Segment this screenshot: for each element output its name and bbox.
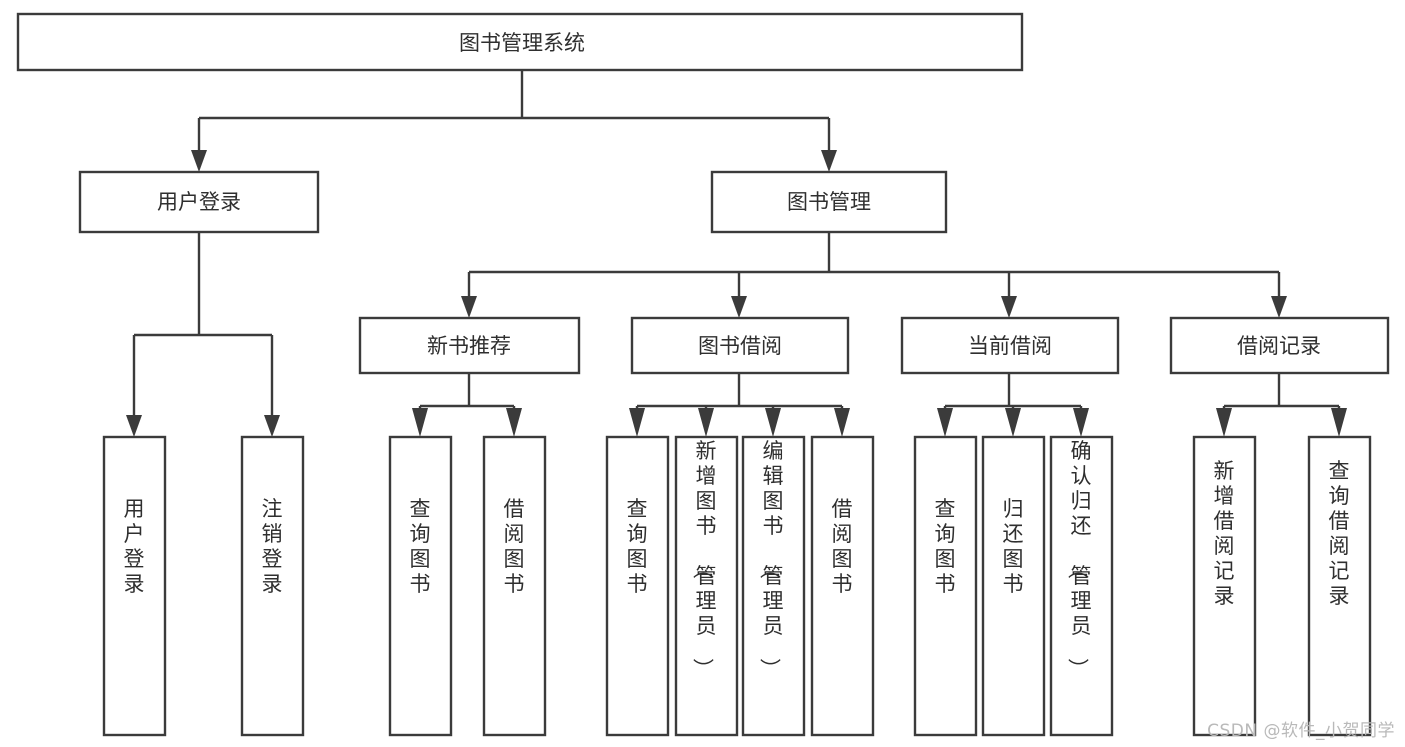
node-borrow-record[interactable]: 借阅记录 xyxy=(1169,316,1390,375)
arrowhead-book-management xyxy=(821,150,837,172)
node-user-login-label: 用户登录 xyxy=(157,190,241,214)
connector-group-current-borrow xyxy=(937,373,1089,437)
node-user-login[interactable]: 用户登录 xyxy=(78,170,320,234)
node-borrow-book-2[interactable]: 借阅图书 xyxy=(810,435,875,737)
node-borrow-book-2-label: 借阅图书 xyxy=(832,497,853,596)
connector-group-user-login xyxy=(126,232,280,437)
node-query-book-3-box[interactable] xyxy=(913,435,978,737)
node-current-borrow-label: 当前借阅 xyxy=(968,334,1052,358)
arrowhead-confirm-return xyxy=(1073,408,1089,437)
arrowhead-query-book-1 xyxy=(412,408,428,437)
node-current-borrow-box[interactable] xyxy=(900,316,1120,375)
connector-group-book-borrow xyxy=(629,373,850,437)
arrowhead-current-borrow xyxy=(1001,296,1017,318)
node-book-management-box[interactable] xyxy=(710,170,948,234)
node-new-book-recommend[interactable]: 新书推荐 xyxy=(358,316,581,375)
node-query-book-1[interactable]: 查询图书 xyxy=(388,435,453,737)
node-root-label: 图书管理系统 xyxy=(459,31,585,55)
node-borrow-book-2-box[interactable] xyxy=(810,435,875,737)
arrowhead-query-borrow-record xyxy=(1331,408,1347,437)
watermark-label: CSDN @软件_小贺同学 xyxy=(1207,721,1395,741)
arrowhead-user-login-do xyxy=(126,415,142,437)
connector-group-borrow-record xyxy=(1216,373,1347,437)
node-return-book-box[interactable] xyxy=(981,435,1046,737)
arrowhead-edit-book xyxy=(765,408,781,437)
arrowhead-add-borrow-record xyxy=(1216,408,1232,437)
node-user-logout-label: 注销登录 xyxy=(262,497,283,596)
node-add-borrow-record-label: 新增借阅记录 xyxy=(1214,459,1235,608)
node-book-management[interactable]: 图书管理 xyxy=(710,170,948,234)
node-return-book-label: 归还图书 xyxy=(1003,497,1024,596)
node-edit-book[interactable]: 编辑图书（管理员） xyxy=(741,435,806,737)
node-return-book[interactable]: 归还图书 xyxy=(981,435,1046,737)
node-book-borrow-box[interactable] xyxy=(630,316,850,375)
node-book-management-label: 图书管理 xyxy=(787,190,871,214)
connector-group-book-management xyxy=(461,232,1287,318)
node-borrow-book-1[interactable]: 借阅图书 xyxy=(482,435,547,737)
node-add-borrow-record-box[interactable] xyxy=(1192,435,1257,737)
node-query-borrow-record-box[interactable] xyxy=(1307,435,1372,737)
node-user-login-box[interactable] xyxy=(78,170,320,234)
node-new-book-recommend-box[interactable] xyxy=(358,316,581,375)
node-query-book-1-label: 查询图书 xyxy=(410,497,431,596)
node-user-logout-box[interactable] xyxy=(240,435,305,737)
node-user-login-do[interactable]: 用户登录 xyxy=(102,435,167,737)
node-user-login-do-box[interactable] xyxy=(102,435,167,737)
node-book-borrow-label: 图书借阅 xyxy=(698,334,782,358)
node-query-book-3-label: 查询图书 xyxy=(935,497,956,596)
node-add-book[interactable]: 新增图书（管理员） xyxy=(674,435,739,737)
node-borrow-record-box[interactable] xyxy=(1169,316,1390,375)
arrowhead-new-book-recommend xyxy=(461,296,477,318)
arrowhead-query-book-3 xyxy=(937,408,953,437)
node-user-logout[interactable]: 注销登录 xyxy=(240,435,305,737)
arrowhead-user-login xyxy=(191,150,207,172)
arrowhead-return-book xyxy=(1005,408,1021,437)
node-user-login-do-label: 用户登录 xyxy=(124,497,145,596)
node-root-box[interactable] xyxy=(16,12,1024,72)
arrowhead-borrow-record xyxy=(1271,296,1287,318)
node-confirm-return-label: 确认归还（管理员） xyxy=(1066,439,1092,679)
node-borrow-record-label: 借阅记录 xyxy=(1237,334,1321,358)
node-add-borrow-record[interactable]: 新增借阅记录 xyxy=(1192,435,1257,737)
arrowhead-borrow-book-1 xyxy=(506,408,522,437)
node-query-book-1-box[interactable] xyxy=(388,435,453,737)
node-borrow-book-1-label: 借阅图书 xyxy=(504,497,525,596)
node-add-book-label: 新增图书（管理员） xyxy=(691,439,717,679)
arrowhead-query-book-2 xyxy=(629,408,645,437)
node-add-book-box[interactable] xyxy=(674,435,739,737)
node-query-book-2[interactable]: 查询图书 xyxy=(605,435,670,737)
node-edit-book-box[interactable] xyxy=(741,435,806,737)
node-current-borrow[interactable]: 当前借阅 xyxy=(900,316,1120,375)
node-query-book-2-box[interactable] xyxy=(605,435,670,737)
node-confirm-return[interactable]: 确认归还（管理员） xyxy=(1049,435,1114,737)
connector-group-new-book-recommend xyxy=(412,373,522,437)
connector-group-root xyxy=(191,70,837,172)
node-query-borrow-record-label: 查询借阅记录 xyxy=(1329,459,1350,608)
node-borrow-book-1-box[interactable] xyxy=(482,435,547,737)
node-new-book-recommend-label: 新书推荐 xyxy=(427,334,511,358)
node-edit-book-label: 编辑图书（管理员） xyxy=(758,439,784,679)
node-query-book-3[interactable]: 查询图书 xyxy=(913,435,978,737)
arrowhead-user-logout xyxy=(264,415,280,437)
arrowhead-add-book xyxy=(698,408,714,437)
node-book-borrow[interactable]: 图书借阅 xyxy=(630,316,850,375)
node-confirm-return-box[interactable] xyxy=(1049,435,1114,737)
node-query-borrow-record[interactable]: 查询借阅记录 xyxy=(1307,435,1372,737)
node-query-book-2-label: 查询图书 xyxy=(627,497,648,596)
arrowhead-book-borrow xyxy=(731,296,747,318)
node-root[interactable]: 图书管理系统 xyxy=(16,12,1024,72)
arrowhead-borrow-book-2 xyxy=(834,408,850,437)
